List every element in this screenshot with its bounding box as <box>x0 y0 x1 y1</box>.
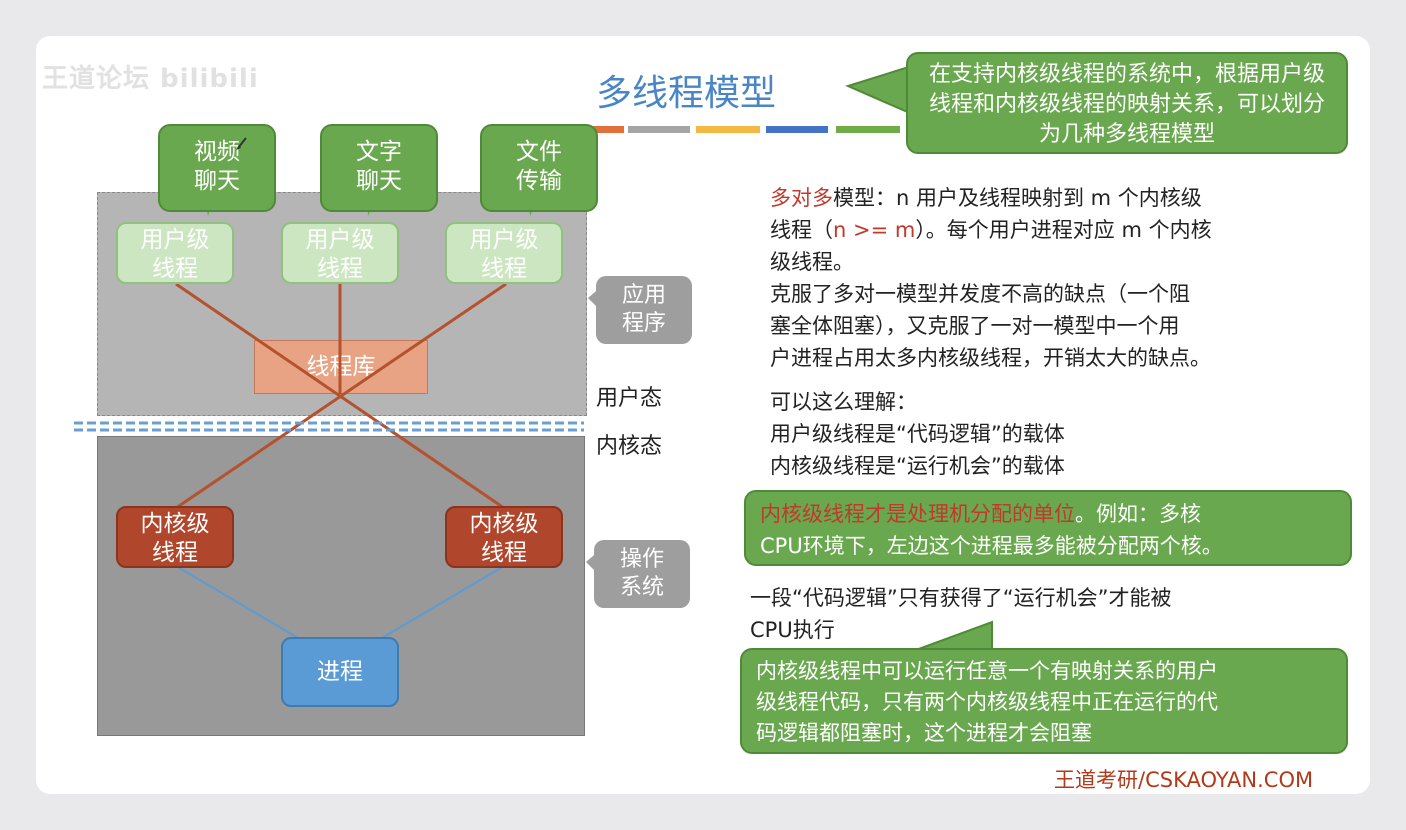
thread-line: 用户级 <box>305 227 375 253</box>
app-line: 聊天 <box>194 168 240 194</box>
kernel-thread-2: 内核级 线程 <box>445 506 563 568</box>
os-label-line: 系统 <box>619 575 664 600</box>
desc-text: ）。每个用户进程对应 m 个内核 <box>915 218 1212 242</box>
understanding-text: 可以这么理解： 用户级线程是“代码逻辑”的载体 内核级线程是“运行机会”的载体 <box>770 386 1330 482</box>
top-callout-text: 在支持内核级线程的系统中，根据用户级线程和内核级线程的映射关系，可以划分为几种多… <box>928 62 1325 147</box>
kernel-thread-1: 内核级 线程 <box>116 506 234 568</box>
app-line: 文字 <box>356 139 402 165</box>
blocking-callout: 内核级线程中可以运行任意一个有映射关系的用户 级线程代码，只有两个内核级线程中正… <box>740 648 1348 754</box>
app-line: 文件 <box>516 139 562 165</box>
segment-text: 一段“代码逻辑”只有获得了“运行机会”才能被 CPU执行 <box>750 582 1350 646</box>
callout2-highlight: 内核级线程才是处理机分配的单位 <box>760 502 1075 526</box>
thread-line: 线程 <box>152 540 198 566</box>
callout3-line-3: 码逻辑都阻塞时，这个进程才会阻塞 <box>756 721 1092 745</box>
thread-line: 线程 <box>481 540 527 566</box>
title-bar-4 <box>696 126 760 133</box>
process-box: 进程 <box>281 637 399 707</box>
desc-ratio: n >= m <box>833 218 916 242</box>
title-bar-5 <box>766 126 828 133</box>
thread-line: 内核级 <box>140 511 210 537</box>
desc-line-2: 线程（n >= m）。每个用户进程对应 m 个内核 <box>770 214 1330 246</box>
user-thread-3: 用户级 线程 <box>445 222 563 284</box>
process-line <box>175 565 299 639</box>
watermark: 王道论坛 bilibili <box>42 64 259 94</box>
app-label-line: 程序 <box>621 311 666 336</box>
app-file-transfer: 文件 传输 <box>480 124 598 212</box>
callout2-line-2: CPU环境下，左边这个进程最多能被分配两个核。 <box>760 534 1223 558</box>
app-label: 应用 程序 <box>596 276 692 344</box>
desc-line-1: 多对多模型：n 用户及线程映射到 m 个内核级 <box>770 182 1330 214</box>
user-mode-label: 用户态 <box>596 386 663 411</box>
app-line: 传输 <box>516 168 562 194</box>
process-line <box>381 565 505 639</box>
desc-line-3: 级线程。 <box>770 250 854 274</box>
understand-line-3: 内核级线程是“运行机会”的载体 <box>770 454 1065 478</box>
title-bar-3 <box>628 126 690 133</box>
top-callout: 在支持内核级线程的系统中，根据用户级线程和内核级线程的映射关系，可以划分为几种多… <box>906 52 1348 154</box>
user-thread-1: 用户级 线程 <box>116 222 234 284</box>
title-bar-6 <box>836 126 900 133</box>
os-label: 操作 系统 <box>594 540 690 608</box>
model-description: 多对多模型：n 用户及线程映射到 m 个内核级 线程（n >= m）。每个用户进… <box>770 182 1330 374</box>
app-label-line: 应用 <box>621 283 666 308</box>
app-line: 聊天 <box>356 168 402 194</box>
desc-line-6: 户进程占用太多内核级线程，开销太大的缺点。 <box>770 346 1211 370</box>
app-video-chat: 视频 聊天 <box>158 124 276 212</box>
desc-text: 线程（ <box>770 218 833 242</box>
pencil-cursor-icon <box>236 137 247 150</box>
user-thread-2: 用户级 线程 <box>281 222 399 284</box>
page-title: 多线程模型 <box>595 73 776 114</box>
understand-line-2: 用户级线程是“代码逻辑”的载体 <box>770 422 1065 446</box>
os-label-line: 操作 <box>619 547 664 572</box>
thread-line: 线程 <box>481 256 527 282</box>
app-line: 视频 <box>194 139 240 165</box>
thread-line: 用户级 <box>469 227 539 253</box>
model-name: 多对多 <box>770 186 833 210</box>
thread-line: 用户级 <box>140 227 210 253</box>
callout3-line-1: 内核级线程中可以运行任意一个有映射关系的用户 <box>756 659 1218 683</box>
understand-line-1: 可以这么理解： <box>770 390 917 414</box>
thread-line: 线程 <box>152 256 198 282</box>
kernel-mode-label: 内核态 <box>596 434 663 459</box>
callout2-line-1: 内核级线程才是处理机分配的单位。例如：多核 <box>760 498 1336 530</box>
segment-line-1: 一段“代码逻辑”只有获得了“运行机会”才能被 <box>750 586 1172 610</box>
callout3-line-2: 级线程代码，只有两个内核级线程中正在运行的代 <box>756 690 1218 714</box>
desc-line-5: 塞全体阻塞），又克服了一对一模型中一个用 <box>770 314 1180 338</box>
segment-line-2: CPU执行 <box>750 618 835 642</box>
app-text-chat: 文字 聊天 <box>320 124 438 212</box>
footer-brand: 王道考研/CSKAOYAN.COM <box>1054 768 1314 792</box>
thread-line: 线程 <box>317 256 363 282</box>
desc-line-4: 克服了多对一模型并发度不高的缺点（一个阻 <box>770 282 1190 306</box>
allocation-callout: 内核级线程才是处理机分配的单位。例如：多核 CPU环境下，左边这个进程最多能被分… <box>744 490 1352 566</box>
map-line <box>175 282 507 510</box>
desc-text: 模型：n 用户及线程映射到 m 个内核级 <box>833 186 1202 210</box>
callout2-text: 。例如：多核 <box>1075 502 1201 526</box>
thread-line: 内核级 <box>469 511 539 537</box>
slide: 王道论坛 bilibili 多线程模型 在支持内核级线程的系统中，根据用户级线程… <box>36 36 1370 794</box>
